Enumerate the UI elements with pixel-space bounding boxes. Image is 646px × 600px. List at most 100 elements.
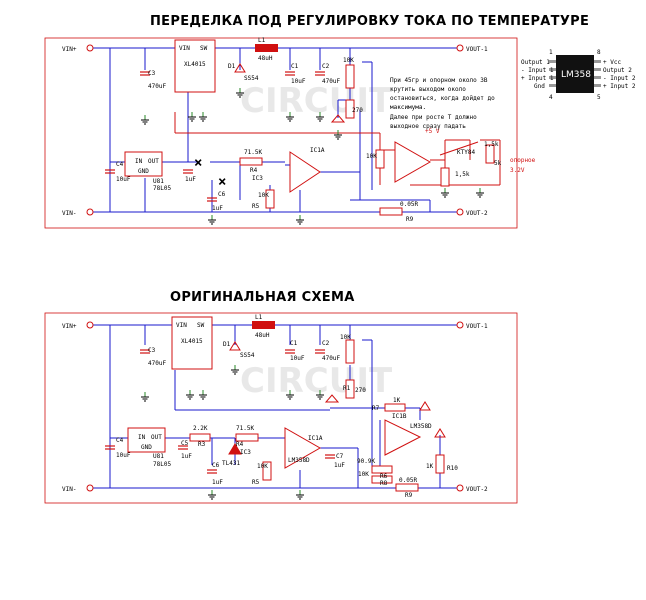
top-title: ПЕРЕДЕЛКА ПОД РЕГУЛИРОВКУ ТОКА ПО ТЕМПЕР…	[150, 14, 590, 29]
top-regulator	[124, 151, 163, 177]
top-plus5v: +5 V	[425, 128, 440, 135]
bottom-c2: C2	[322, 340, 330, 347]
top-inductor-label: L1	[258, 37, 266, 44]
lm358-label-plus-input1: + Input 1	[521, 75, 554, 82]
bottom-regulator-label: U81	[153, 453, 164, 460]
bottom-c6: C6	[212, 462, 220, 469]
top-inductor	[255, 44, 278, 52]
bottom-vin-minus: VIN-	[62, 486, 76, 493]
lm358-label-plus-input2: + Input 2	[603, 83, 636, 90]
bottom-regulator	[127, 427, 166, 453]
top-note: При 45гр и опорном около 3В крутить выхо…	[390, 77, 495, 130]
lm358-name: LM358	[561, 70, 591, 80]
bottom-tl431	[228, 443, 242, 455]
bottom-reg-in: IN	[138, 434, 146, 441]
bottom-inductor	[252, 321, 275, 329]
top-ic-main: XL4015	[184, 61, 206, 68]
bottom-r10: R10	[447, 465, 458, 472]
lm358-label-minus-input1: - Input 1	[521, 67, 554, 74]
bottom-r5	[262, 461, 272, 481]
bottom-ic-main: XL4015	[181, 338, 203, 345]
bottom-r7	[384, 403, 406, 412]
top-regulator-label: U81	[153, 178, 164, 185]
bottom-c7: C7	[336, 453, 344, 460]
bottom-pin-vin: VIN	[176, 322, 187, 329]
top-watermark: CIRCUIT	[240, 81, 393, 121]
bottom-diode-label: D1	[223, 341, 231, 348]
top-r4-label: R4	[250, 167, 258, 174]
top-diode-part: SS54	[244, 75, 259, 82]
svg-text:выходное сразу падать: выходное сразу падать	[390, 123, 466, 130]
bottom-r9: R9	[405, 492, 413, 499]
top-r1-value: 270	[352, 107, 363, 114]
lm358-pin-4: 4	[549, 94, 553, 101]
top-reg-in: IN	[135, 158, 143, 165]
bottom-ic1b-part: LM358D	[410, 423, 432, 430]
top-c5-value: 1uF	[185, 176, 196, 183]
bottom-r3: R3	[198, 441, 206, 448]
top-regulator-part: 78L05	[153, 185, 171, 192]
bottom-r8	[371, 475, 393, 484]
bottom-r2	[345, 339, 355, 364]
bottom-opamp-ic1b	[384, 419, 422, 456]
bottom-reg-out: OUT	[151, 434, 162, 441]
top-c6-value: 1uF	[212, 205, 223, 212]
bottom-c5-value: 1uF	[181, 453, 192, 460]
top-vin-plus: VIN+	[62, 46, 77, 53]
bottom-c1: C1	[290, 340, 298, 347]
top-r15k-a: 1,5k	[484, 141, 499, 148]
lm358-label-gnd: Gnd	[534, 83, 545, 90]
top-r5	[265, 189, 275, 209]
bottom-c4-value: 10uF	[116, 452, 131, 459]
top-reg-out: OUT	[148, 158, 159, 165]
top-ref-note: опорное	[510, 157, 536, 164]
top-vout-plus: VOUT-1	[466, 46, 488, 53]
svg-text:крутить выходом около: крутить выходом около	[390, 86, 466, 93]
top-frame	[44, 37, 518, 229]
bottom-c3: C3	[148, 347, 156, 354]
bottom-xl4015	[171, 316, 213, 370]
lm358-pin-5: 5	[597, 94, 601, 101]
top-c1: C1	[291, 63, 299, 70]
bottom-diode	[229, 341, 241, 351]
top-pin-vin: VIN	[179, 45, 190, 52]
top-c2-value: 470uF	[322, 78, 340, 85]
bottom-r5: R5	[252, 479, 260, 486]
top-inductor-value: 48uH	[258, 55, 273, 62]
bottom-r8-value: 10K	[358, 471, 369, 478]
bottom-reg-gnd: GND	[141, 444, 152, 451]
bottom-diode-part: SS54	[240, 352, 255, 359]
bottom-r3	[189, 433, 211, 442]
lm358-pinout: LM358	[549, 55, 601, 93]
bottom-r8: R8	[380, 480, 388, 487]
top-r9: R9	[406, 216, 414, 223]
bottom-r9	[395, 483, 419, 492]
bottom-r3-value: 2.2K	[193, 425, 208, 432]
bottom-r10	[435, 454, 445, 474]
top-r2: 10K	[343, 57, 354, 64]
bottom-regulator-part: 78L05	[153, 461, 171, 468]
bottom-r4	[235, 433, 259, 442]
svg-text:При 45гр и опорном около 3В: При 45гр и опорном около 3В	[390, 77, 488, 84]
lm358-label-vcc: + Vcc	[603, 59, 621, 66]
top-c3: C3	[148, 70, 156, 77]
top-r9-value: 0.05R	[400, 201, 418, 208]
top-xl4015	[174, 39, 216, 93]
bottom-c2-value: 470uF	[322, 355, 340, 362]
top-pin-sw: SW	[200, 45, 208, 52]
bottom-r1: R1	[343, 385, 351, 392]
bottom-r6	[371, 465, 393, 474]
bottom-r10-value: 1K	[426, 463, 434, 470]
bottom-c3-value: 470uF	[148, 360, 166, 367]
top-vin-minus: VIN-	[62, 210, 76, 217]
bottom-frame	[44, 312, 518, 504]
bottom-r4-value: 71.5K	[236, 425, 254, 432]
bottom-schematic: CIRCUIT	[44, 312, 518, 504]
bottom-r1-value: 270	[355, 387, 366, 394]
top-r4-value: 71.5K	[244, 149, 262, 156]
lm358-label-minus-input2: - Input 2	[603, 75, 636, 82]
top-thermistor	[439, 141, 479, 156]
top-r5: R5	[252, 203, 260, 210]
top-c4-value: 10uF	[116, 176, 131, 183]
